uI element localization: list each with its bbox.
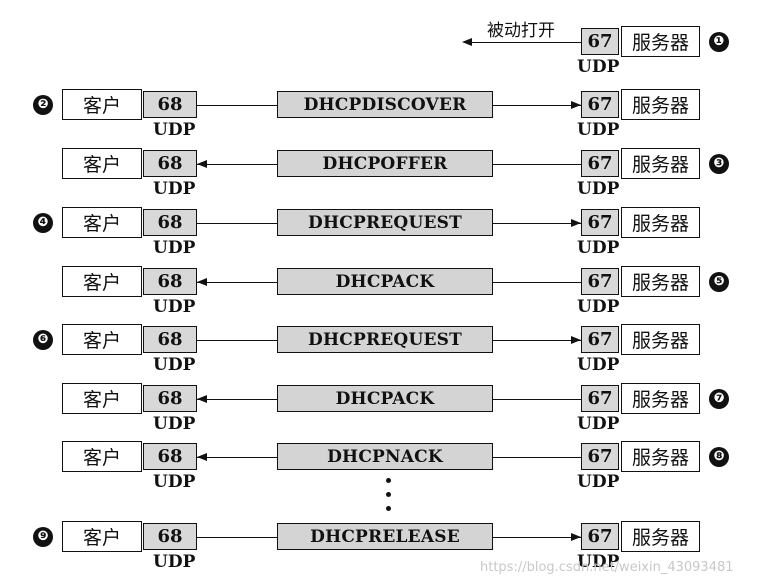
server-box: 服务器 (621, 89, 700, 120)
client-port-box: 68 (143, 326, 197, 353)
client-port-box: 68 (143, 150, 197, 177)
dhcp-message-box: DHCPACK (277, 268, 493, 295)
ellipsis-dot (386, 492, 391, 497)
server-box: 服务器 (621, 148, 700, 179)
step-number-marker: ❻ (33, 329, 53, 350)
watermark-url: https://blog.csdn.net/weixin_43093481 (480, 560, 734, 575)
dhcp-message-box: DHCPREQUEST (277, 209, 493, 236)
server-box: 服务器 (621, 521, 700, 552)
server-port-box: 67 (581, 523, 619, 550)
step-number-marker: ❸ (709, 153, 729, 174)
message-line-right (493, 536, 581, 538)
message-line-left (197, 339, 277, 341)
message-line-right (493, 222, 581, 224)
server-box: 服务器 (621, 324, 700, 355)
server-port-box: 67 (581, 28, 619, 55)
client-udp-label: UDP (153, 297, 196, 317)
message-line-right (493, 339, 581, 341)
client-box: 客户 (62, 148, 142, 179)
server-box: 服务器 (621, 441, 700, 472)
client-box: 客户 (62, 266, 142, 297)
arrowhead-right (571, 336, 581, 344)
message-line-left (197, 104, 277, 106)
arrowhead-right (571, 101, 581, 109)
arrowhead-left (197, 453, 207, 461)
step-number-marker: ❾ (33, 526, 53, 547)
client-port-box: 68 (143, 443, 197, 470)
client-box: 客户 (62, 89, 142, 120)
server-port-box: 67 (581, 326, 619, 353)
server-udp-label: UDP (577, 472, 620, 492)
message-line-left (197, 536, 277, 538)
client-box: 客户 (62, 207, 142, 238)
step-number-marker: ❹ (33, 212, 53, 233)
dhcp-message-box: DHCPACK (277, 385, 493, 412)
passive-open-label: 被动打开 (487, 21, 555, 41)
message-line-right (493, 456, 581, 458)
client-udp-label: UDP (153, 414, 196, 434)
message-line-right (493, 398, 581, 400)
server-udp-label: UDP (577, 120, 620, 140)
server-udp-label: UDP (577, 238, 620, 258)
client-udp-label: UDP (153, 355, 196, 375)
server-port-box: 67 (581, 91, 619, 118)
client-box: 客户 (62, 324, 142, 355)
server-port-box: 67 (581, 268, 619, 295)
server-udp-label: UDP (577, 297, 620, 317)
server-port-box: 67 (581, 443, 619, 470)
passive-open-arrowhead (462, 38, 472, 46)
server-box: 服务器 (621, 383, 700, 414)
dhcp-message-box: DHCPNACK (277, 443, 493, 470)
dhcp-message-box: DHCPREQUEST (277, 326, 493, 353)
server-udp-label: UDP (577, 552, 620, 572)
ellipsis-dot (386, 506, 391, 511)
message-line-right (493, 163, 581, 165)
message-line-right (493, 104, 581, 106)
client-box: 客户 (62, 383, 142, 414)
message-line-left (197, 163, 277, 165)
server-udp-label: UDP (577, 179, 620, 199)
server-port-box: 67 (581, 209, 619, 236)
message-line-left (197, 281, 277, 283)
message-line-left (197, 398, 277, 400)
step-number-marker: ❺ (709, 271, 729, 292)
arrowhead-left (197, 395, 207, 403)
step-number-marker: ❽ (709, 446, 729, 467)
client-box: 客户 (62, 441, 142, 472)
step-number-marker: ❼ (709, 388, 729, 409)
client-box: 客户 (62, 521, 142, 552)
client-udp-label: UDP (153, 238, 196, 258)
client-udp-label: UDP (153, 120, 196, 140)
message-line-right (493, 281, 581, 283)
client-port-box: 68 (143, 91, 197, 118)
arrowhead-left (197, 160, 207, 168)
step-number-marker: ❶ (709, 31, 729, 52)
server-box: 服务器 (621, 266, 700, 297)
client-port-box: 68 (143, 523, 197, 550)
step-number-marker: ❷ (33, 94, 53, 115)
server-udp-label: UDP (577, 414, 620, 434)
client-port-box: 68 (143, 385, 197, 412)
server-box: 服务器 (621, 207, 700, 238)
dhcp-message-box: DHCPOFFER (277, 150, 493, 177)
passive-open-line (470, 41, 581, 43)
message-line-left (197, 222, 277, 224)
server-udp-label: UDP (577, 355, 620, 375)
client-port-box: 68 (143, 209, 197, 236)
client-port-box: 68 (143, 268, 197, 295)
arrowhead-right (571, 533, 581, 541)
dhcp-message-box: DHCPDISCOVER (277, 91, 493, 118)
server-port-box: 67 (581, 150, 619, 177)
dhcp-message-box: DHCPRELEASE (277, 523, 493, 550)
ellipsis-dot (386, 478, 391, 483)
server-box: 服务器 (621, 26, 700, 57)
server-port-box: 67 (581, 385, 619, 412)
arrowhead-right (571, 219, 581, 227)
message-line-left (197, 456, 277, 458)
client-udp-label: UDP (153, 552, 196, 572)
arrowhead-left (197, 278, 207, 286)
server-udp-label: UDP (577, 57, 620, 77)
client-udp-label: UDP (153, 472, 196, 492)
client-udp-label: UDP (153, 179, 196, 199)
